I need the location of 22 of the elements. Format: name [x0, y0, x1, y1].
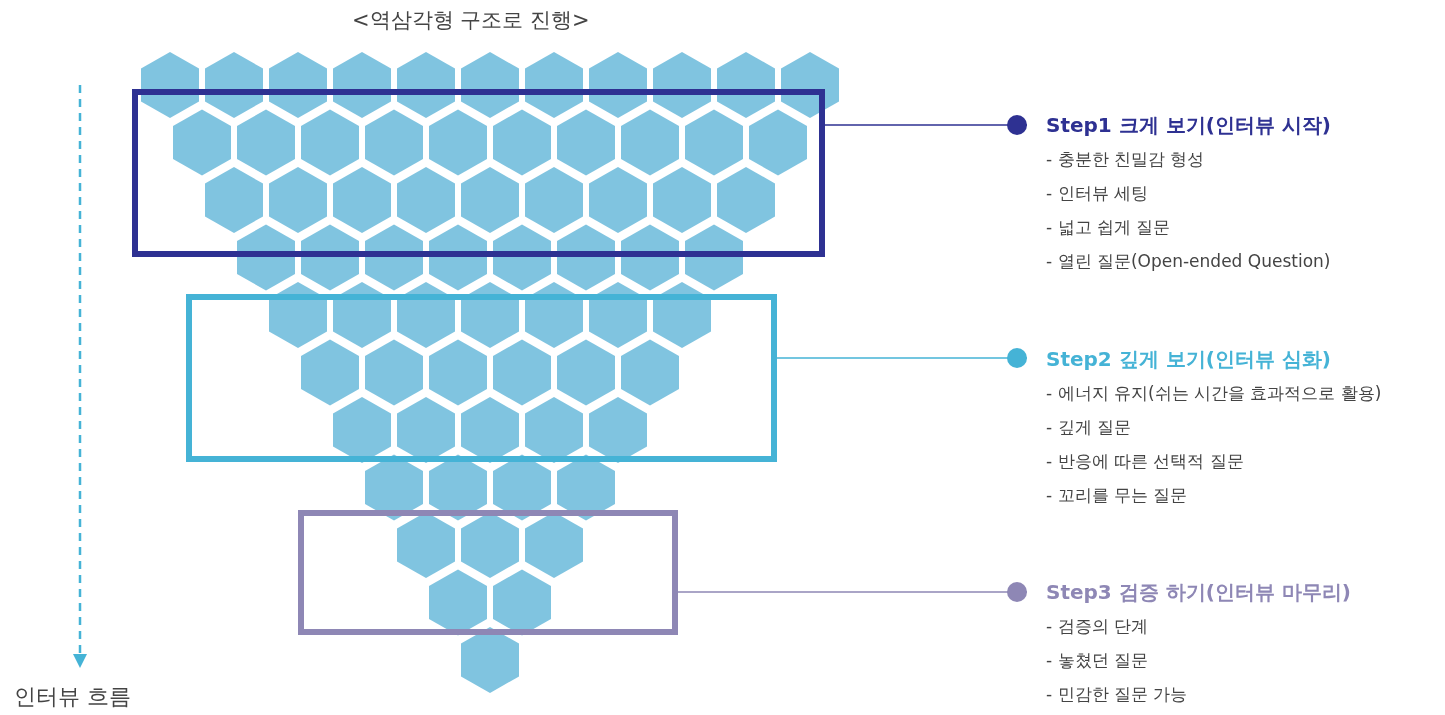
highlight-frame: [132, 89, 825, 257]
leader-line: [824, 115, 1028, 135]
leader-line: [677, 582, 1028, 602]
list-item: - 반응에 따른 선택적 질문: [1046, 450, 1245, 473]
list-item: - 놓쳤던 질문: [1046, 649, 1149, 672]
step-heading: Step1 크게 보기(인터뷰 시작): [1046, 112, 1331, 139]
list-item: - 열린 질문(Open-ended Question): [1046, 250, 1331, 273]
highlight-frame: [186, 294, 777, 462]
leader-line: [776, 348, 1028, 368]
list-item: - 꼬리를 무는 질문: [1046, 484, 1189, 507]
list-item: - 충분한 친밀감 형성: [1046, 148, 1206, 171]
list-item: - 깊게 질문: [1046, 416, 1132, 439]
diagram-title: <역삼각형 구조로 진행>: [352, 7, 590, 34]
highlight-frame: [298, 510, 678, 635]
list-item: - 검증의 단계: [1046, 615, 1149, 638]
step-heading: Step2 깊게 보기(인터뷰 심화): [1046, 346, 1332, 373]
axis-label: 인터뷰 흐름: [14, 683, 131, 711]
list-item: - 에너지 유지(쉬는 시간을 효과적으로 활용): [1046, 382, 1382, 405]
step-heading: Step3 검증 하기(인터뷰 마무리): [1046, 579, 1351, 606]
list-item: - 인터뷰 세팅: [1046, 182, 1149, 205]
list-item: - 민감한 질문 가능: [1046, 683, 1189, 706]
list-item: - 넓고 쉽게 질문: [1046, 216, 1172, 239]
